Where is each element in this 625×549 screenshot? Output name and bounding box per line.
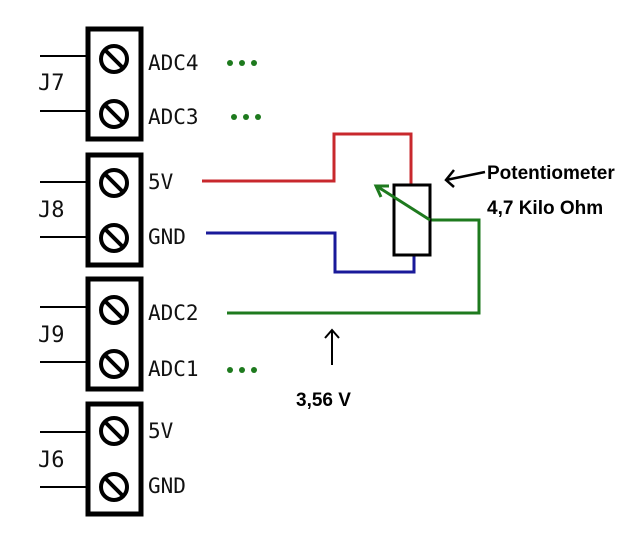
pin-label: ADC4 [148, 51, 199, 75]
screw-terminal-icon [99, 168, 129, 198]
screw-terminal-icon [99, 44, 129, 74]
connector-j8: J8 5V GND [38, 152, 186, 268]
pin-label: GND [148, 225, 186, 249]
continuation-dots [227, 367, 257, 373]
voltage-reading: 3,56 V [296, 390, 351, 411]
wire-gnd-blue [206, 231, 416, 274]
terminal-block [85, 152, 144, 268]
connector-label: J7 [38, 71, 65, 96]
wiper-arrowhead-icon [373, 184, 389, 198]
connector-j7: J7 ADC4 ADC3 [38, 26, 261, 142]
pointer-arrow [445, 170, 486, 182]
pin-label: ADC3 [148, 105, 199, 129]
pin-label: ADC1 [148, 357, 199, 381]
screw-terminal-icon [99, 416, 129, 446]
screw-terminal-icon [99, 472, 129, 502]
voltage-arrowhead-icon [324, 328, 340, 339]
connector-j9: J9 ADC2 ADC1 [38, 276, 257, 392]
continuation-dots [227, 60, 257, 66]
wire-5v-red [202, 132, 413, 185]
potentiometer-label: Potentiometer [487, 163, 615, 184]
connector-label: J6 [38, 448, 65, 473]
pin-label: 5V [148, 419, 174, 443]
terminal-block [85, 401, 144, 517]
screw-terminal-icon [99, 349, 129, 379]
wiper-arrow [377, 185, 431, 222]
connector-label: J9 [38, 323, 65, 348]
pin-label: ADC2 [148, 301, 199, 325]
potentiometer-body [392, 183, 432, 257]
potentiometer-value: 4,7 Kilo Ohm [487, 198, 603, 219]
pointer-arrowhead-icon [444, 169, 455, 188]
screw-terminal-icon [99, 295, 129, 325]
pin-label: GND [148, 474, 186, 498]
wire-adc2-green [227, 218, 481, 315]
screw-terminal-icon [99, 99, 129, 129]
connector-label: J8 [38, 198, 65, 223]
connector-j6: J6 5V GND [38, 401, 186, 517]
continuation-dots [231, 114, 261, 120]
screw-terminal-icon [99, 223, 129, 253]
pin-label: 5V [148, 170, 174, 194]
